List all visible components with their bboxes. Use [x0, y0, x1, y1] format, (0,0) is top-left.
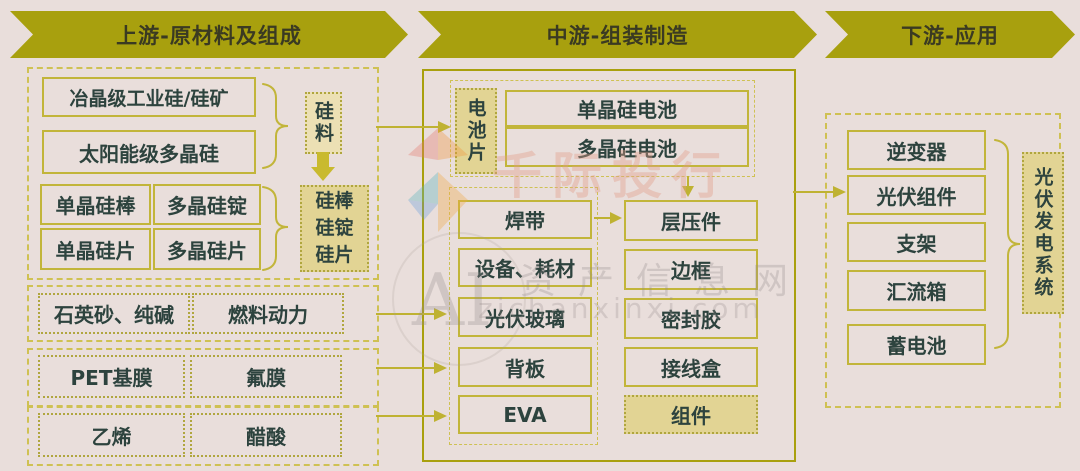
box-rod-ingot-wafer: 硅棒 硅锭 硅片 — [300, 185, 369, 272]
banner-downstream: 下游-应用 — [825, 11, 1075, 58]
box-cell-label: 电池片 — [455, 88, 497, 174]
banner-upstream: 上游-原材料及组成 — [10, 11, 408, 58]
wafer-label: 硅片 — [315, 244, 354, 266]
upstream-silicon-group — [27, 67, 379, 280]
banner-midstream: 中游-组装制造 — [418, 11, 817, 58]
box-sealant: 密封胶 — [624, 298, 758, 339]
ingot-label: 硅锭 — [315, 217, 354, 239]
box-solar-grade-polysilicon: 太阳能级多晶硅 — [42, 130, 256, 174]
box-industrial-silicon: 冶晶级工业硅/硅矿 — [42, 77, 256, 117]
box-poly-cell: 多晶硅电池 — [505, 127, 749, 167]
box-battery: 蓄电池 — [847, 324, 986, 365]
box-acetic-acid: 醋酸 — [190, 413, 342, 457]
box-equipment-consumables: 设备、耗材 — [458, 248, 592, 287]
upstream-aux-group-3 — [27, 406, 379, 466]
box-solder-ribbon: 焊带 — [458, 200, 592, 239]
rod-label: 硅棒 — [315, 190, 354, 212]
box-module: 组件 — [624, 395, 758, 434]
box-inverter: 逆变器 — [847, 130, 986, 170]
box-eva: EVA — [458, 395, 592, 434]
box-mounting: 支架 — [847, 222, 986, 262]
box-pv-glass: 光伏玻璃 — [458, 297, 592, 337]
box-frame: 边框 — [624, 249, 758, 290]
box-backsheet: 背板 — [458, 347, 592, 387]
box-poly-ingot: 多晶硅锭 — [153, 184, 261, 225]
box-silicon-material: 硅料 — [305, 92, 342, 154]
box-poly-wafer: 多晶硅片 — [153, 228, 261, 270]
midstream-container — [422, 69, 796, 462]
box-junction-box: 接线盒 — [624, 347, 758, 387]
box-pet-film: PET基膜 — [38, 355, 185, 398]
box-laminate: 层压件 — [624, 200, 758, 241]
box-pv-power-system: 光伏发电系统 — [1022, 152, 1064, 314]
box-mono-cell: 单晶硅电池 — [505, 90, 749, 127]
box-ethylene: 乙烯 — [38, 413, 185, 457]
midstream-aux-group — [449, 187, 598, 445]
box-mono-wafer: 单晶硅片 — [40, 228, 151, 270]
box-quartz-soda: 石英砂、纯碱 — [38, 293, 190, 334]
box-fluoro-film: 氟膜 — [190, 355, 342, 398]
box-pv-module: 光伏组件 — [847, 175, 986, 215]
box-combiner-box: 汇流箱 — [847, 270, 986, 311]
box-fuel-power: 燃料动力 — [192, 293, 344, 334]
box-mono-rod: 单晶硅棒 — [40, 184, 151, 225]
